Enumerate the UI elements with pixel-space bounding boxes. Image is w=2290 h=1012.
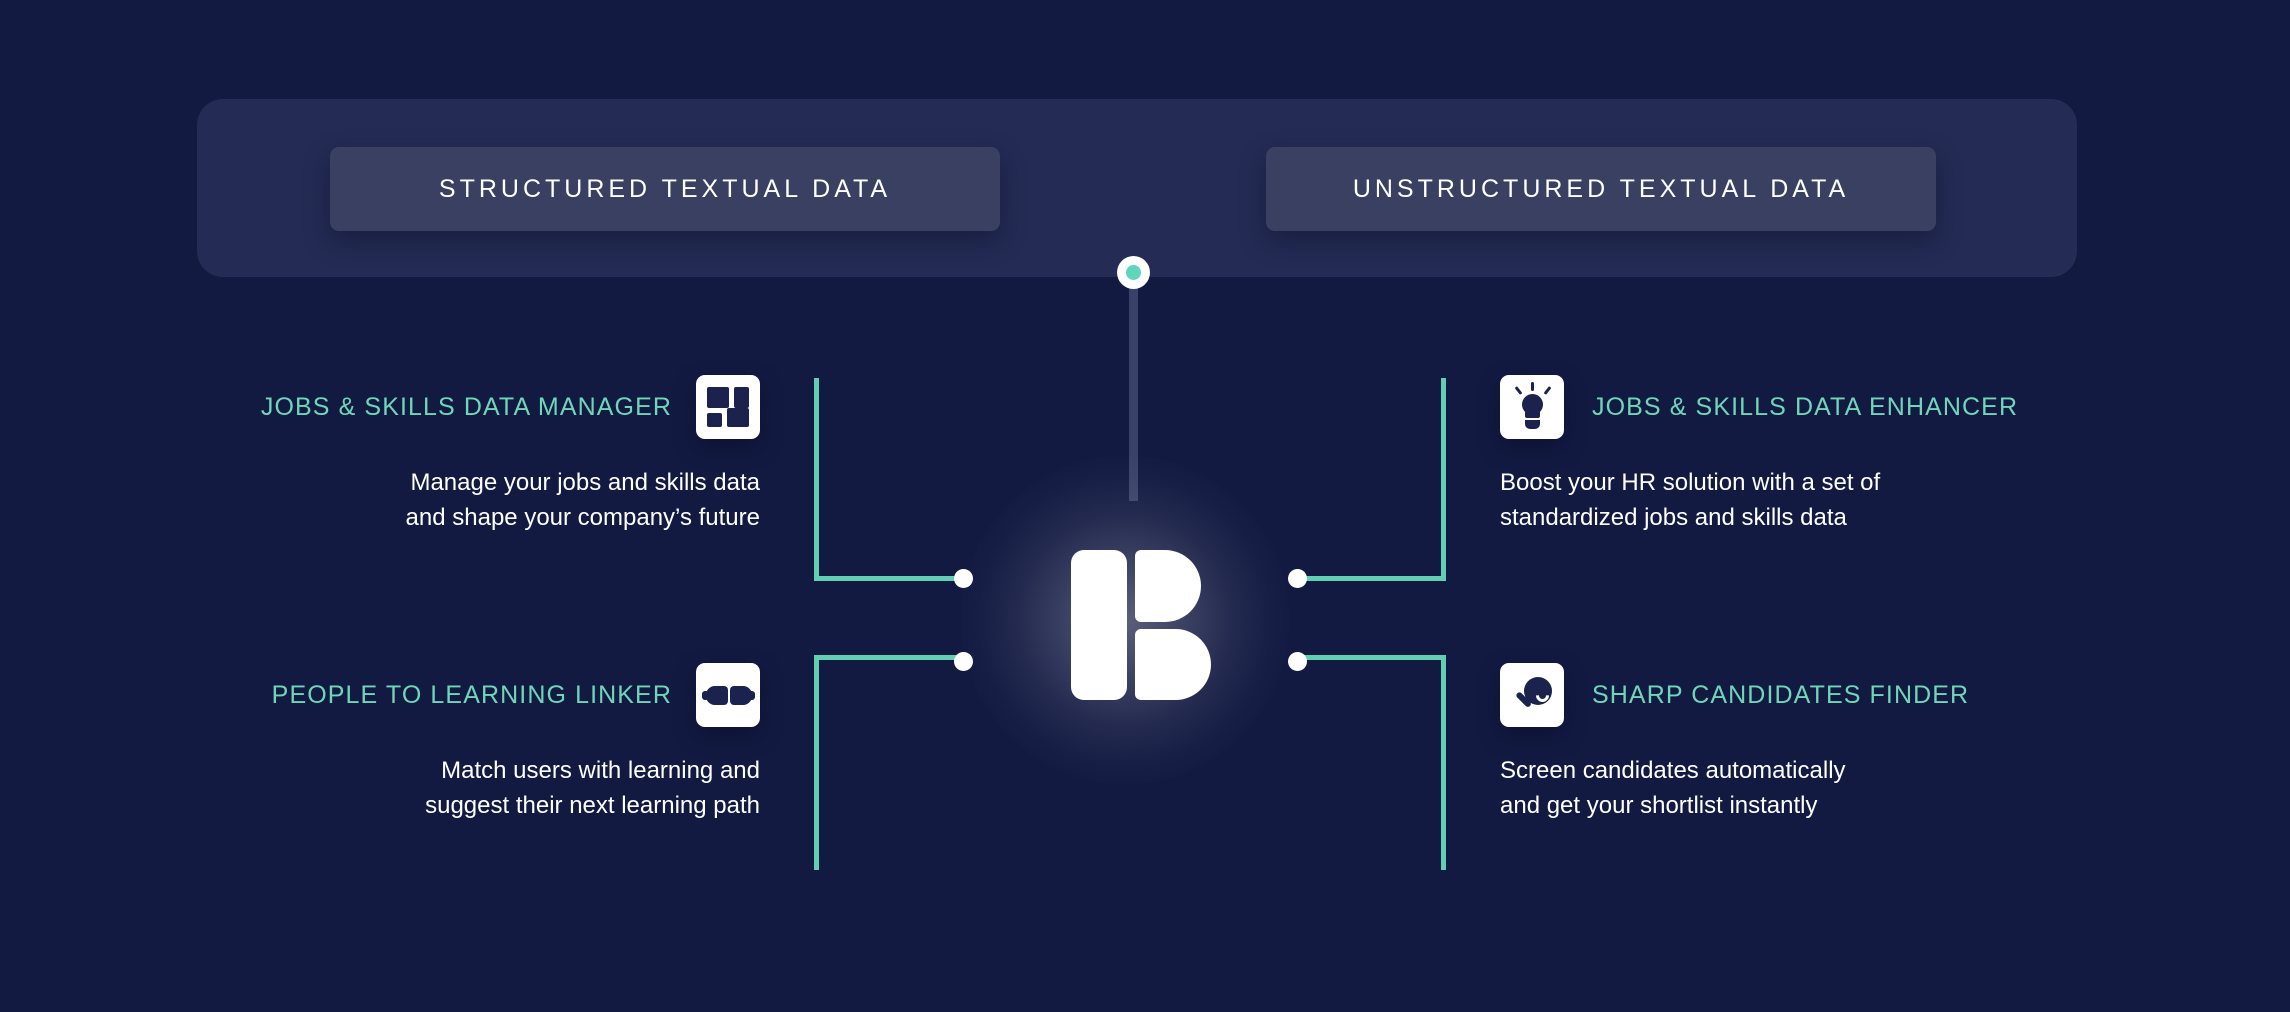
grid-icon-cell xyxy=(707,387,729,408)
feature-header: SHARP CANDIDATES FINDER xyxy=(1500,663,2100,727)
connector-endpoint-top-left xyxy=(954,569,973,588)
feature-description: Match users with learning and suggest th… xyxy=(425,757,760,819)
feature-description: Screen candidates automatically and get … xyxy=(1500,757,1846,819)
feature-title: JOBS & SKILLS DATA ENHANCER xyxy=(1592,392,2019,421)
plug-icon-left-body xyxy=(706,686,728,705)
plug-icon-left-tip xyxy=(702,691,709,700)
plug-icon-right-tip xyxy=(748,691,755,700)
logo-upper-lobe xyxy=(1135,550,1201,622)
feature-description: Manage your jobs and skills data and sha… xyxy=(405,469,760,531)
hub-stem-line xyxy=(1129,286,1138,501)
hub-node-core xyxy=(1126,265,1141,280)
connector-bottom-right xyxy=(1296,655,1446,870)
connector-top-right xyxy=(1296,378,1446,581)
connector-segment-vertical xyxy=(1441,655,1446,870)
lightbulb-icon-bulb xyxy=(1522,394,1543,415)
connector-segment-vertical xyxy=(814,378,819,581)
hub-node[interactable] xyxy=(1117,256,1150,289)
feature-header: JOBS & SKILLS DATA ENHANCER xyxy=(1500,375,2100,439)
connector-segment-horizontal xyxy=(814,655,964,660)
lightbulb-icon-ray xyxy=(1531,382,1534,391)
connector-segment-vertical xyxy=(1441,378,1446,581)
connector-endpoint-bottom-right xyxy=(1288,652,1307,671)
lightbulb-icon-ray xyxy=(1543,386,1552,395)
magnifier-icon xyxy=(1500,663,1564,727)
magnifier-icon-lens xyxy=(1524,677,1552,705)
connector-segment-horizontal xyxy=(814,576,964,581)
feature-title: PEOPLE TO LEARNING LINKER xyxy=(271,680,672,709)
lightbulb-icon-base xyxy=(1525,420,1540,429)
lightbulb-icon-neck xyxy=(1525,411,1540,418)
pill-label: UNSTRUCTURED TEXTUAL DATA xyxy=(1352,174,1850,203)
lightbulb-icon xyxy=(1500,375,1564,439)
logo-b-mark xyxy=(1071,550,1211,700)
connector-segment-horizontal xyxy=(1296,655,1446,660)
pill-structured-textual-data[interactable]: STRUCTURED TEXTUAL DATA xyxy=(330,147,1000,231)
logo-stem-bar xyxy=(1071,550,1127,700)
grid-icon-cell xyxy=(707,413,722,427)
feature-people-to-learning-linker[interactable]: PEOPLE TO LEARNING LINKER Match users wi… xyxy=(180,663,760,823)
feature-header: PEOPLE TO LEARNING LINKER xyxy=(180,663,760,727)
connector-endpoint-top-right xyxy=(1288,569,1307,588)
pill-unstructured-textual-data[interactable]: UNSTRUCTURED TEXTUAL DATA xyxy=(1266,147,1936,231)
grid-icon xyxy=(696,375,760,439)
connector-top-left xyxy=(814,378,964,581)
feature-title: JOBS & SKILLS DATA MANAGER xyxy=(260,392,672,421)
feature-description: Boost your HR solution with a set of sta… xyxy=(1500,469,1881,531)
connector-segment-vertical xyxy=(814,655,819,870)
connector-endpoint-bottom-left xyxy=(954,652,973,671)
feature-sharp-candidates-finder[interactable]: SHARP CANDIDATES FINDER Screen candidate… xyxy=(1500,663,2100,823)
feature-jobs-skills-data-enhancer[interactable]: JOBS & SKILLS DATA ENHANCER Boost your H… xyxy=(1500,375,2100,535)
grid-icon-cell xyxy=(727,408,749,427)
feature-jobs-skills-data-manager[interactable]: JOBS & SKILLS DATA MANAGER Manage your j… xyxy=(180,375,760,535)
lightbulb-icon-ray xyxy=(1514,386,1523,395)
plug-icon-right-body xyxy=(730,686,752,705)
logo-lower-lobe xyxy=(1135,629,1211,700)
connector-bottom-left xyxy=(814,655,964,870)
connector-segment-horizontal xyxy=(1296,576,1446,581)
feature-title: SHARP CANDIDATES FINDER xyxy=(1592,680,1970,709)
grid-icon-cell xyxy=(734,387,749,408)
feature-header: JOBS & SKILLS DATA MANAGER xyxy=(180,375,760,439)
plug-connector-icon xyxy=(696,663,760,727)
pill-label: STRUCTURED TEXTUAL DATA xyxy=(438,174,892,203)
